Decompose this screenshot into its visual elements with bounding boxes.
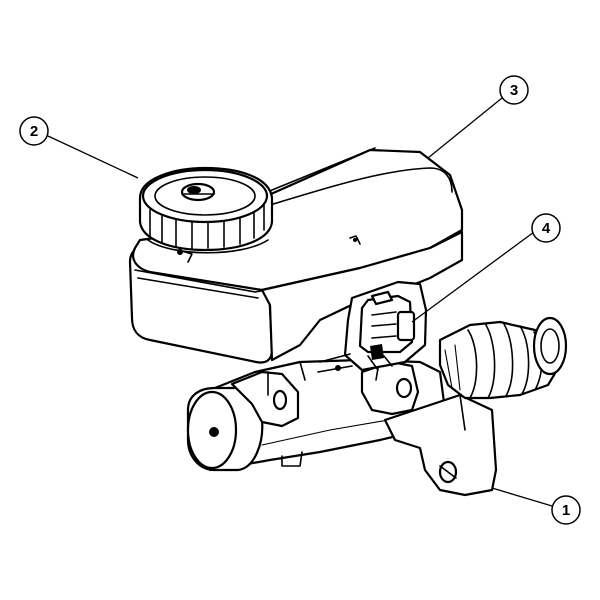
- side-boss: [360, 360, 420, 416]
- callout-1: 1: [491, 487, 581, 525]
- callout-2-label: 2: [30, 123, 38, 140]
- callout-4: 4: [411, 213, 561, 323]
- callout-1-label: 1: [562, 502, 570, 519]
- callout-2: 2: [19, 116, 139, 179]
- pushrod-boot: [438, 316, 568, 400]
- level-sensor-connector: [358, 290, 416, 371]
- callout-4-label: 4: [542, 220, 551, 237]
- reservoir-cap: [138, 166, 274, 255]
- callout-3: 3: [427, 75, 529, 159]
- callout-3-label: 3: [510, 82, 518, 99]
- mounting-flange: [383, 393, 498, 497]
